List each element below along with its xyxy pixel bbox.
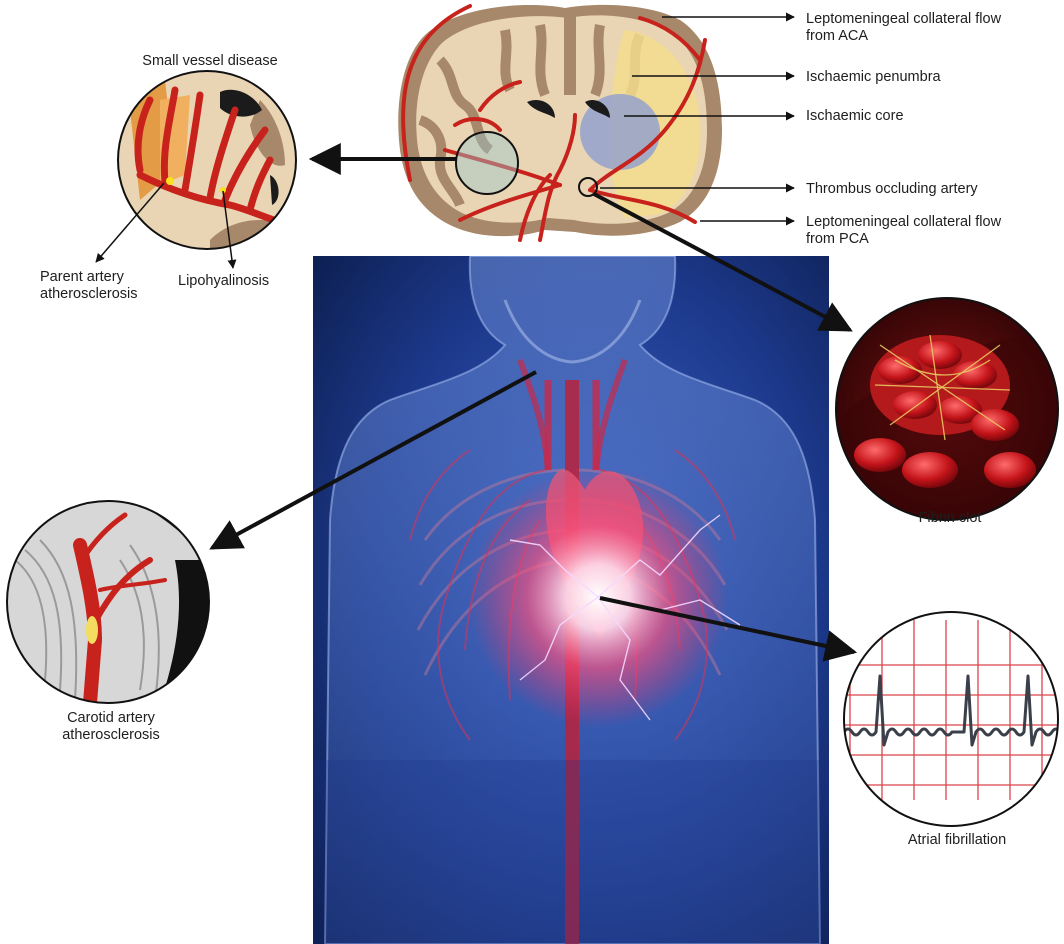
label-fibrin-clot: Fibrin clot (918, 510, 982, 526)
label-atrial-fibrillation: Atrial fibrillation (907, 832, 1007, 848)
small-vessel-inset (117, 70, 297, 250)
label-ischaemic-core: Ischaemic core (806, 108, 904, 124)
thrombus-marker (578, 177, 598, 197)
connector-arrows (95, 12, 858, 662)
label-thrombus: Thrombus occluding artery (806, 181, 978, 197)
brain-cross-section (398, 4, 722, 242)
label-parent-artery: Parent artery atherosclerosis (40, 269, 138, 302)
carotid-inset (6, 500, 210, 704)
label-small-vessel-disease: Small vessel disease (142, 53, 278, 69)
small-vessel-region-marker (455, 131, 519, 195)
torso-illustration (313, 256, 829, 944)
label-collateral-pca: Leptomeningeal collateral flow from PCA (806, 214, 1002, 247)
label-collateral-aca: Leptomeningeal collateral flow from ACA (806, 11, 1002, 44)
label-carotid: Carotid artery atherosclerosis (62, 710, 160, 743)
fibrin-clot-inset (835, 297, 1059, 521)
atrial-fibrillation-inset (843, 611, 1059, 827)
label-ischaemic-penumbra: Ischaemic penumbra (806, 69, 941, 85)
label-lipohyalinosis: Lipohyalinosis (178, 273, 270, 289)
